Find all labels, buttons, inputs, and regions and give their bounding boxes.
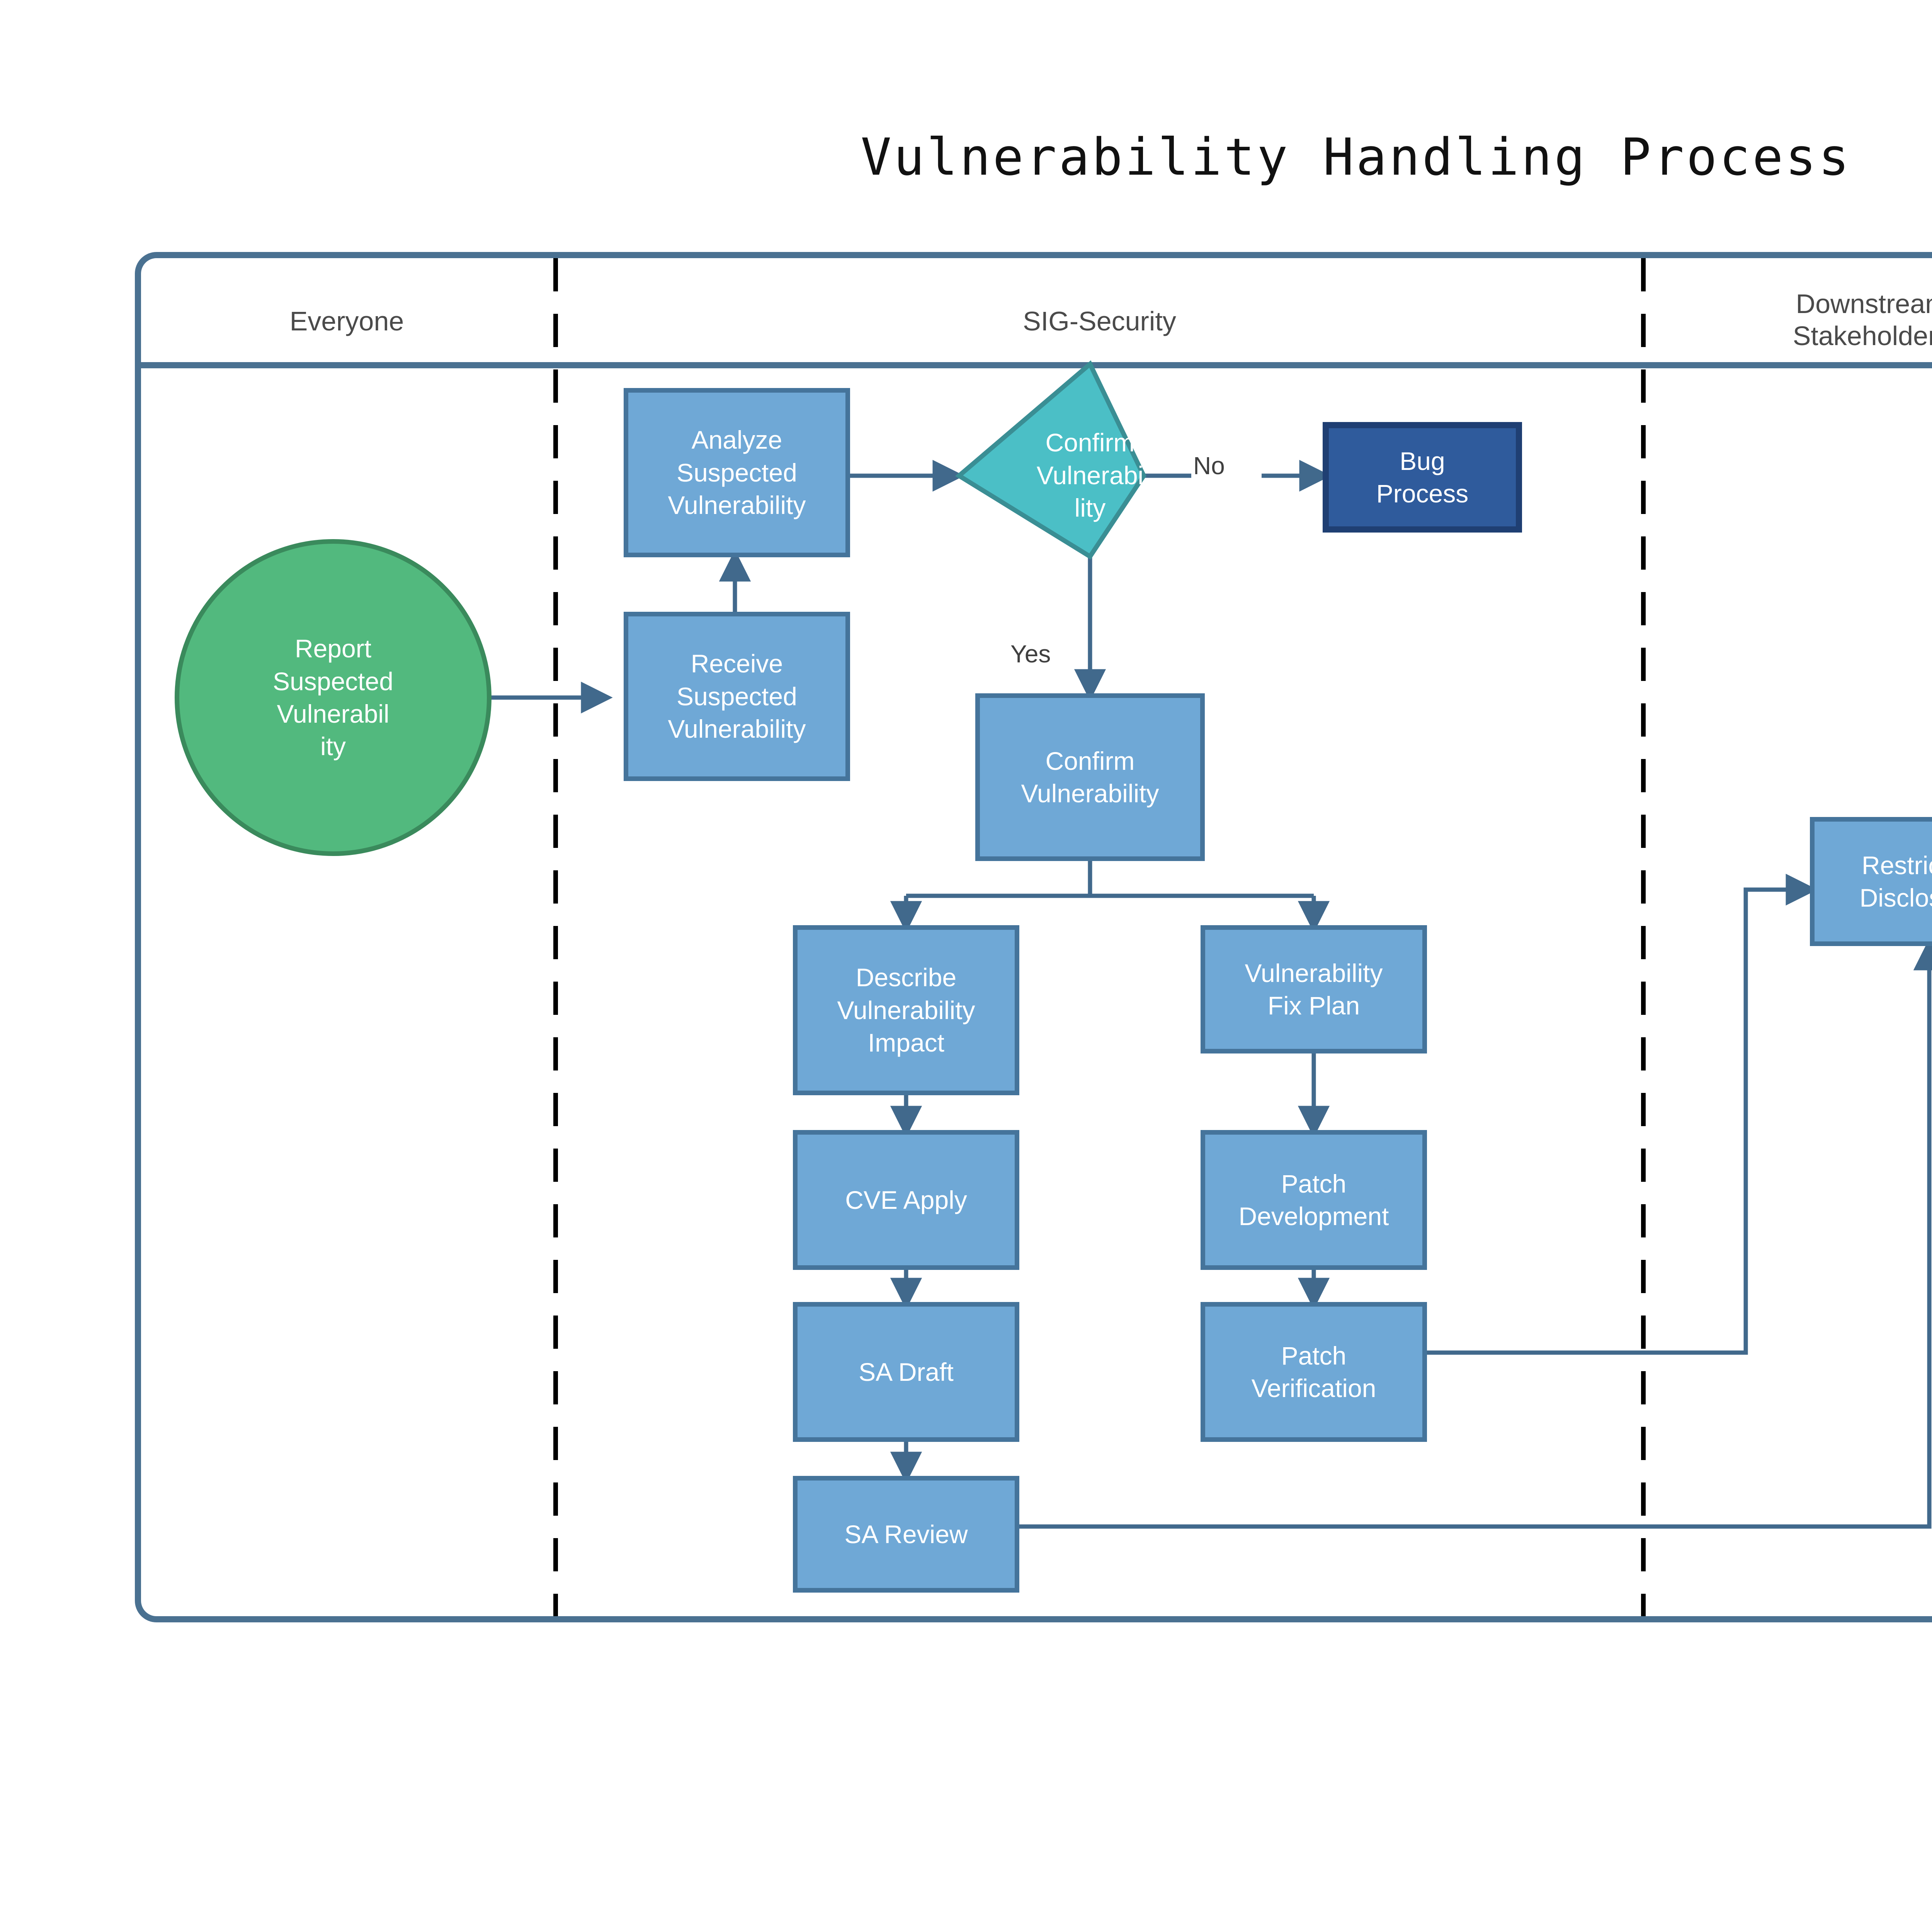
lane-dividers (553, 258, 1646, 1616)
connectors (488, 460, 1932, 1529)
node-vulnerability-fix-plan[interactable] (1201, 925, 1427, 1053)
edge-label-yes: Yes (1010, 640, 1051, 668)
node-confirm-vulnerability[interactable] (975, 693, 1205, 861)
node-describe-vulnerability-impact[interactable] (793, 925, 1019, 1095)
lane-label-everyone-left: Everyone (289, 306, 404, 336)
page-title: Vulnerability Handling Process (861, 128, 1852, 187)
edge-confirm-split (906, 859, 1314, 898)
node-confirm-vulnerability-decision[interactable] (955, 360, 1146, 560)
lane-label-downstream-stakeholders: Downstream Stakeholders (1793, 289, 1932, 351)
node-sa-draft[interactable] (793, 1302, 1019, 1442)
edge-patchver-to-restricted (1426, 873, 1818, 1355)
node-restricted-disclosure[interactable] (1810, 817, 1932, 946)
lane-label-sig-security: SIG-Security (1023, 306, 1176, 336)
node-report-suspected-vulnerability[interactable] (175, 539, 492, 856)
node-cve-apply[interactable] (793, 1130, 1019, 1270)
node-sa-review[interactable] (793, 1476, 1019, 1593)
node-bug-process[interactable] (1323, 422, 1522, 533)
node-patch-development[interactable] (1201, 1130, 1427, 1270)
node-analyze-suspected-vulnerability[interactable] (624, 388, 850, 557)
edge-sareview-to-restricted (1019, 938, 1932, 1529)
swimlane-frame (135, 252, 1932, 1622)
node-receive-suspected-vulnerability[interactable] (624, 612, 850, 781)
node-patch-verification[interactable] (1201, 1302, 1427, 1442)
edge-label-no: No (1193, 452, 1225, 480)
